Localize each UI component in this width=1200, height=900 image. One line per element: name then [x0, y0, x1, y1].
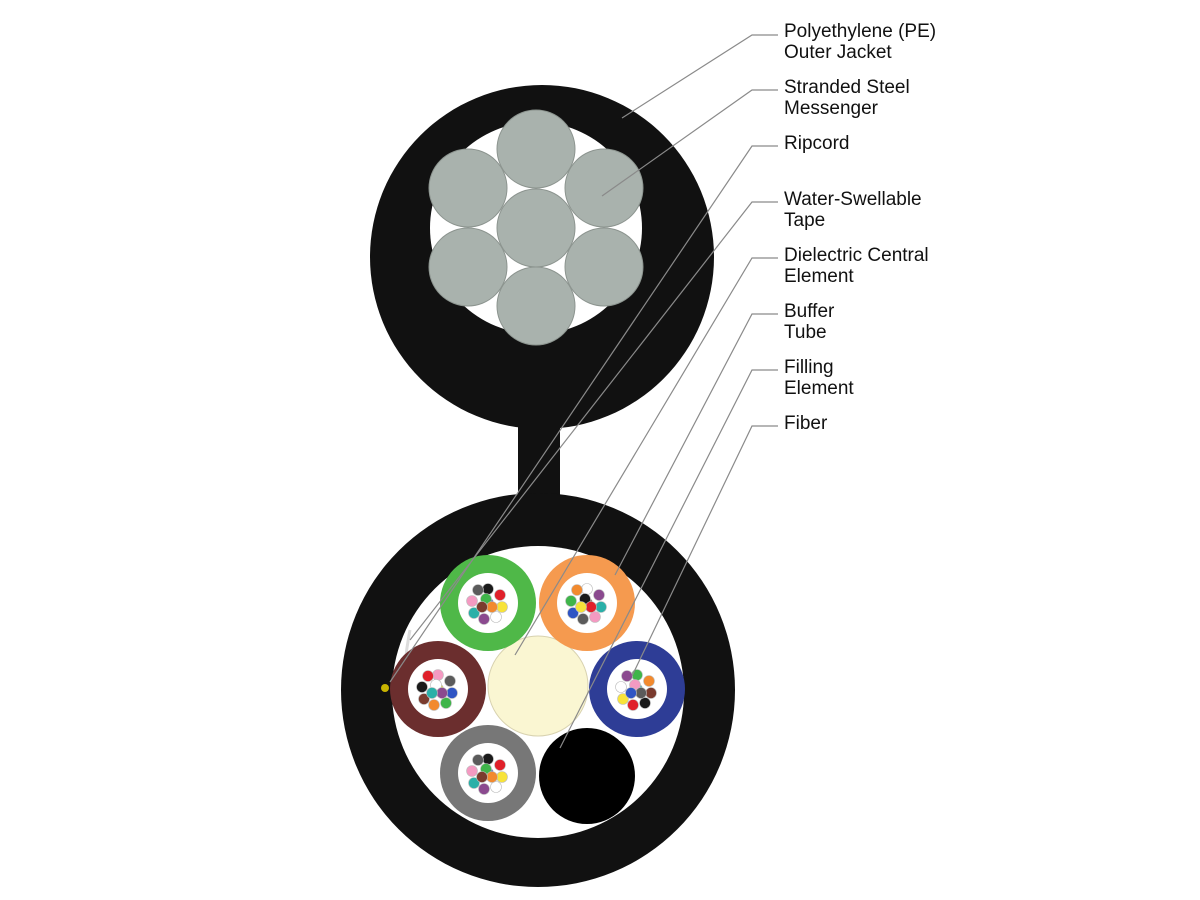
label-buffer-tube-line-1: Tube	[784, 322, 827, 343]
steel-wire	[428, 148, 508, 228]
leader-line-steel-messenger	[601, 89, 778, 197]
fiber	[466, 765, 478, 777]
leader-line-water-swellable-tape	[409, 201, 778, 641]
label-dielectric-central-element-line-1: Element	[784, 266, 854, 287]
fiber	[428, 699, 440, 711]
label-steel-messenger-line-0: Stranded Steel	[784, 77, 910, 98]
label-ripcord-line-0: Ripcord	[784, 133, 850, 154]
fiber	[468, 607, 480, 619]
fiber	[565, 595, 577, 607]
label-pe-jacket-line-0: Polyethylene (PE)	[784, 21, 937, 42]
fiber	[476, 771, 488, 783]
label-pe-jacket-line-1: Outer Jacket	[784, 42, 892, 63]
fiber	[577, 613, 589, 625]
label-fiber-line-0: Fiber	[784, 413, 828, 434]
label-steel-messenger-line-1: Messenger	[784, 98, 878, 119]
fiber	[468, 777, 480, 789]
fiber	[496, 601, 508, 613]
leader-line-ripcord	[389, 145, 778, 683]
fiber	[575, 601, 587, 613]
label-buffer-tube-line-0: Buffer	[784, 301, 835, 322]
fiber	[631, 669, 643, 681]
fiber	[422, 670, 434, 682]
leader-line-filling-element	[559, 369, 778, 749]
fiber	[482, 583, 494, 595]
fiber	[643, 675, 655, 687]
label-filling-element-line-1: Element	[784, 378, 854, 399]
fiber	[645, 687, 657, 699]
fiber	[482, 753, 494, 765]
fiber	[589, 611, 601, 623]
fiber	[490, 781, 502, 793]
dielectric-central-element	[487, 635, 589, 737]
fiber	[494, 589, 506, 601]
steel-wire	[496, 109, 576, 189]
leader-line-fiber	[631, 425, 778, 677]
fiber	[494, 759, 506, 771]
label-water-swellable-tape-line-0: Water-Swellable	[784, 189, 922, 210]
fiber	[444, 675, 456, 687]
ripcord	[381, 684, 389, 692]
filling-element	[539, 728, 635, 824]
steel-wire	[564, 227, 644, 307]
label-dielectric-central-element-line-0: Dielectric Central	[784, 245, 929, 266]
leader-line-buffer-tube	[614, 313, 778, 576]
fiber	[476, 601, 488, 613]
label-fiber: Fiber	[784, 413, 827, 434]
fiber	[617, 693, 629, 705]
fiber	[635, 687, 647, 699]
fiber	[585, 601, 597, 613]
fiber	[625, 687, 637, 699]
fiber	[418, 693, 430, 705]
fiber	[472, 584, 484, 596]
fiber	[621, 670, 633, 682]
fiber	[615, 681, 627, 693]
label-filling-element-line-0: Filling	[784, 357, 834, 378]
fiber	[436, 687, 448, 699]
steel-wire	[496, 188, 576, 268]
fiber	[466, 595, 478, 607]
fiber	[639, 697, 651, 709]
label-water-swellable-tape-line-1: Tape	[784, 210, 826, 231]
steel-wire	[564, 148, 644, 228]
fiber	[472, 754, 484, 766]
fiber	[595, 601, 607, 613]
fiber	[478, 783, 490, 795]
steel-wire	[496, 266, 576, 346]
fiber	[490, 611, 502, 623]
fiber	[581, 583, 593, 595]
fiber	[571, 584, 583, 596]
fiber	[416, 681, 428, 693]
leader-line-dielectric-central-element	[514, 257, 778, 656]
fiber	[486, 601, 498, 613]
steel-wire	[428, 227, 508, 307]
fiber	[446, 687, 458, 699]
fiber	[567, 607, 579, 619]
fiber	[432, 669, 444, 681]
label-pe-jacket: Polyethylene (PE)Outer Jacket	[784, 21, 936, 63]
fiber	[593, 589, 605, 601]
fiber	[486, 771, 498, 783]
fiber	[440, 697, 452, 709]
leader-line-pe-jacket	[621, 34, 778, 119]
label-ripcord: Ripcord	[784, 133, 849, 154]
fiber	[496, 771, 508, 783]
fiber	[478, 613, 490, 625]
fiber	[426, 687, 438, 699]
fiber	[627, 699, 639, 711]
